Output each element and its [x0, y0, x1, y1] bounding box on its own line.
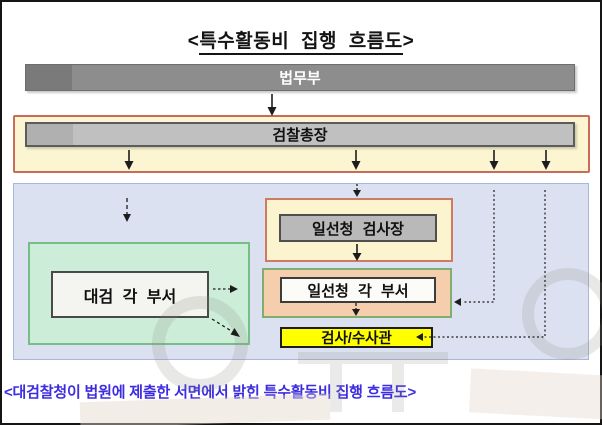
node-supreme-departments-label: 대검 각 부서: [83, 288, 177, 306]
figure-title: <특수활동비 집행 흐름도>: [0, 26, 602, 55]
node-ministry-of-justice: 법무부: [25, 64, 575, 91]
title-text: 특수활동비 집행 흐름도: [199, 31, 403, 55]
node-district-departments: 일선청 각 부서: [280, 277, 436, 303]
node-district-chief: 일선청 검사장: [279, 214, 437, 242]
node-ministry-of-justice-label: 법무부: [279, 70, 321, 87]
arrow-moj-to-pg: [267, 94, 277, 116]
node-district-departments-label: 일선청 각 부서: [307, 282, 409, 300]
node-investigators: 검사/수사관: [280, 327, 433, 348]
figure-caption: <대검찰청이 법원에 제출한 서면에서 밝힌 특수활동비 집행 흐름도>: [4, 384, 417, 401]
node-prosecutor-general: 검찰총장: [25, 122, 575, 147]
node-investigators-label: 검사/수사관: [321, 331, 392, 347]
node-district-chief-label: 일선청 검사장: [312, 220, 404, 238]
node-supreme-departments: 대검 각 부서: [51, 271, 209, 318]
node-prosecutor-general-label: 검찰총장: [272, 127, 328, 144]
title-close-bracket: >: [402, 31, 415, 52]
title-open-bracket: <: [187, 31, 200, 52]
